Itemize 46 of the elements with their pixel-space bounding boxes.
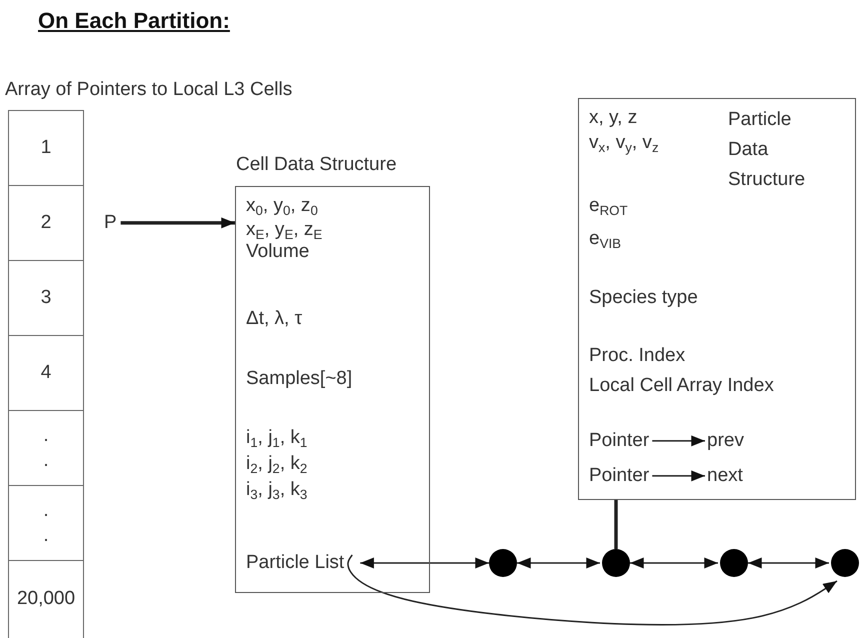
field-label: i$_{3}$, j$_{3}$, k$_{3}$: [246, 479, 308, 502]
connector-arrow: [347, 554, 838, 626]
list-node-dot: [831, 549, 859, 577]
connector-arrow: [652, 435, 705, 446]
connector-arrow: [360, 558, 489, 568]
connector-arrow: [630, 558, 718, 568]
list-node-dot: [720, 549, 748, 577]
field-label: prev: [707, 430, 744, 452]
field-label: Volume: [246, 241, 310, 263]
field-label: Species type: [589, 287, 698, 309]
cell-value: 3: [40, 287, 52, 309]
structure-heading: Cell Data Structure: [236, 154, 397, 176]
field-label: Pointer: [589, 430, 650, 452]
structure-heading: Array of Pointers to Local L3 Cells: [5, 79, 292, 101]
field-label: i$_{1}$, j$_{1}$, k$_{1}$: [246, 427, 308, 450]
field-label: next: [707, 465, 743, 487]
field-label: i$_{2}$, j$_{2}$, k$_{2}$: [246, 453, 308, 476]
connector-arrow: [120, 217, 235, 228]
cell-value: . .: [42, 499, 50, 548]
connector-arrow: [517, 558, 600, 568]
cell-value: . .: [42, 424, 50, 473]
field-label: x, y, z: [589, 107, 638, 129]
field-label: Δt, λ, τ: [246, 308, 302, 330]
field-label: e$_{VIB}$: [589, 228, 622, 252]
field-label: v$_{x}$, v$_{y}$, v$_{z}$: [589, 132, 659, 156]
field-label: x$_{E}$, y$_{E}$, z$_{E}$: [246, 219, 322, 242]
cell-value: 20,000: [16, 588, 76, 610]
pointer-label: P: [104, 212, 117, 234]
structure-heading: Particle Data Structure: [728, 108, 806, 192]
cell-value: 2: [40, 212, 52, 234]
cell-value: 1: [40, 137, 52, 159]
cell-value: 4: [40, 362, 52, 384]
connector-line: [614, 500, 618, 549]
field-label: Local Cell Array Index: [589, 375, 774, 397]
field-label: x$_{0}$, y$_{0}$, z$_{0}$: [246, 195, 318, 218]
connector-arrow: [652, 470, 705, 482]
field-label: Samples[~8]: [246, 368, 352, 390]
field-label: e$_{ROT}$: [589, 195, 628, 218]
page-title: On Each Partition:: [38, 8, 230, 34]
particle-structure-box: [578, 98, 856, 500]
connector-arrow: [748, 558, 829, 568]
list-head-label: Particle List: [246, 552, 344, 574]
list-node-dot: [489, 549, 517, 577]
field-label: Pointer: [589, 465, 650, 487]
field-label: Proc. Index: [589, 345, 686, 367]
list-node-dot: [602, 549, 630, 577]
